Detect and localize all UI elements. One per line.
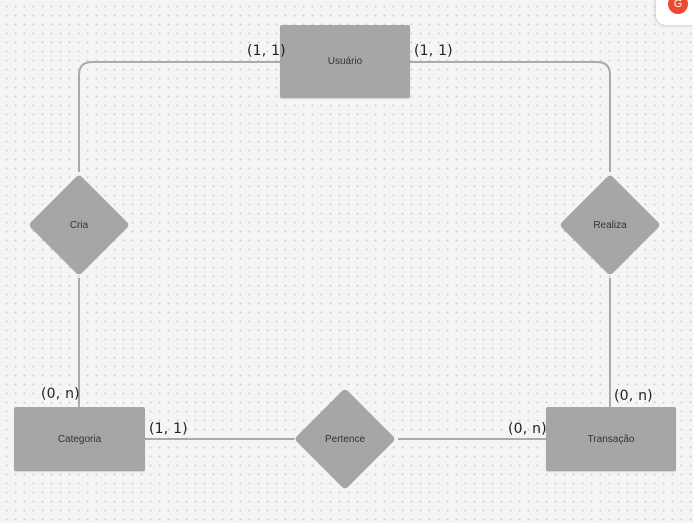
user-avatar-button[interactable]: G <box>656 0 693 25</box>
entity-transacao[interactable]: Transação <box>546 407 676 471</box>
cardinality-transacao-top: (0, n) <box>614 388 653 404</box>
relationship-pertence[interactable]: Pertence <box>293 387 397 491</box>
connector-usuario-cria <box>78 61 280 172</box>
relationship-pertence-label: Pertence <box>324 433 366 445</box>
entity-usuario-label: Usuário <box>327 56 363 67</box>
connector-usuario-realiza <box>410 61 611 172</box>
avatar-initial: G <box>673 0 683 10</box>
entity-usuario[interactable]: Usuário <box>280 25 410 98</box>
relationship-realiza-label: Realiza <box>593 219 627 231</box>
cardinality-usuario-right: (1, 1) <box>414 43 453 59</box>
avatar: G <box>668 0 688 14</box>
cardinality-usuario-left: (1, 1) <box>247 43 286 59</box>
relationship-realiza[interactable]: Realiza <box>558 173 662 277</box>
cardinality-categoria-top: (0, n) <box>41 386 80 402</box>
entity-categoria-label: Categoria <box>57 433 102 445</box>
cardinality-categoria-right: (1, 1) <box>149 421 188 437</box>
entity-transacao-label: Transação <box>587 433 635 445</box>
relationship-cria[interactable]: Cria <box>27 173 131 277</box>
entity-categoria[interactable]: Categoria <box>14 407 145 471</box>
cardinality-transacao-left: (0, n) <box>508 421 547 437</box>
relationship-cria-label: Cria <box>69 219 89 231</box>
